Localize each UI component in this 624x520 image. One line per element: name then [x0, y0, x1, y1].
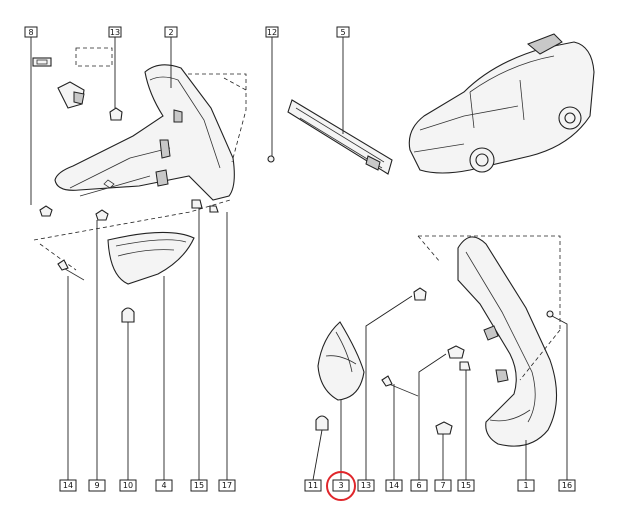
svg-text:2: 2: [168, 28, 173, 37]
callout-4: 4: [155, 479, 173, 492]
stud-part-14: [57, 259, 85, 281]
bulb-part-10: [121, 307, 135, 323]
callout-6: 6: [410, 479, 428, 492]
nut-part-15: [191, 199, 203, 209]
svg-text:14: 14: [63, 481, 73, 490]
clip-part-13b: [413, 287, 427, 301]
bulb-part-6: [447, 345, 465, 359]
clip-part-13: [109, 107, 123, 121]
callout-12: 12: [265, 26, 279, 38]
lens-part-3: [317, 321, 365, 401]
bulb-part-11: [315, 415, 329, 431]
svg-text:17: 17: [222, 481, 232, 490]
bulb-part-7: [435, 421, 453, 435]
svg-text:5: 5: [340, 28, 345, 37]
bulb-part-9: [95, 209, 109, 221]
callout-2: 2: [164, 26, 178, 38]
svg-text:13: 13: [361, 481, 371, 490]
brake-light-part-5: [287, 99, 393, 175]
svg-text:6: 6: [416, 481, 421, 490]
screw-part-12: [267, 155, 275, 163]
callout-8: 8: [24, 26, 38, 38]
callout-16: 16: [558, 479, 576, 492]
callout-1: 1: [517, 479, 535, 492]
callout-10: 10: [119, 479, 137, 492]
svg-text:15: 15: [194, 481, 204, 490]
svg-text:15: 15: [461, 481, 471, 490]
svg-text:14: 14: [389, 481, 399, 490]
callout-13: 13: [108, 26, 122, 38]
lens-part-4: [107, 231, 195, 285]
tail-lamp-left-part-2: [54, 64, 235, 201]
svg-text:16: 16: [562, 481, 572, 490]
screw-part-16: [546, 310, 554, 318]
callout-14a: 14: [59, 479, 77, 492]
callout-5: 5: [336, 26, 350, 38]
bulb-left-small: [39, 205, 53, 217]
svg-text:13: 13: [110, 28, 120, 37]
svg-text:11: 11: [308, 481, 318, 490]
highlight-circle-callout-3: [326, 471, 356, 501]
svg-text:8: 8: [28, 28, 33, 37]
svg-text:10: 10: [123, 481, 133, 490]
clip-part-17: [209, 205, 219, 213]
callout-17: 17: [218, 479, 236, 492]
callout-9: 9: [88, 479, 106, 492]
callout-3: 3: [332, 479, 350, 492]
tail-lamp-right-part-1: [457, 236, 558, 447]
callout-11: 11: [304, 479, 322, 492]
nut-part-15b: [459, 361, 471, 371]
callout-14b: 14: [385, 479, 403, 492]
stud-part-14b: [381, 375, 419, 397]
callout-7: 7: [434, 479, 452, 492]
svg-text:12: 12: [267, 28, 277, 37]
svg-text:1: 1: [523, 481, 528, 490]
svg-text:4: 4: [161, 481, 166, 490]
callout-15b: 15: [457, 479, 475, 492]
bulb-holder-part-8: [32, 47, 113, 109]
svg-text:7: 7: [440, 481, 445, 490]
callout-13b: 13: [357, 479, 375, 492]
svg-text:9: 9: [94, 481, 99, 490]
svg-text:3: 3: [338, 481, 343, 490]
car-illustration: [408, 33, 595, 174]
callout-15a: 15: [190, 479, 208, 492]
